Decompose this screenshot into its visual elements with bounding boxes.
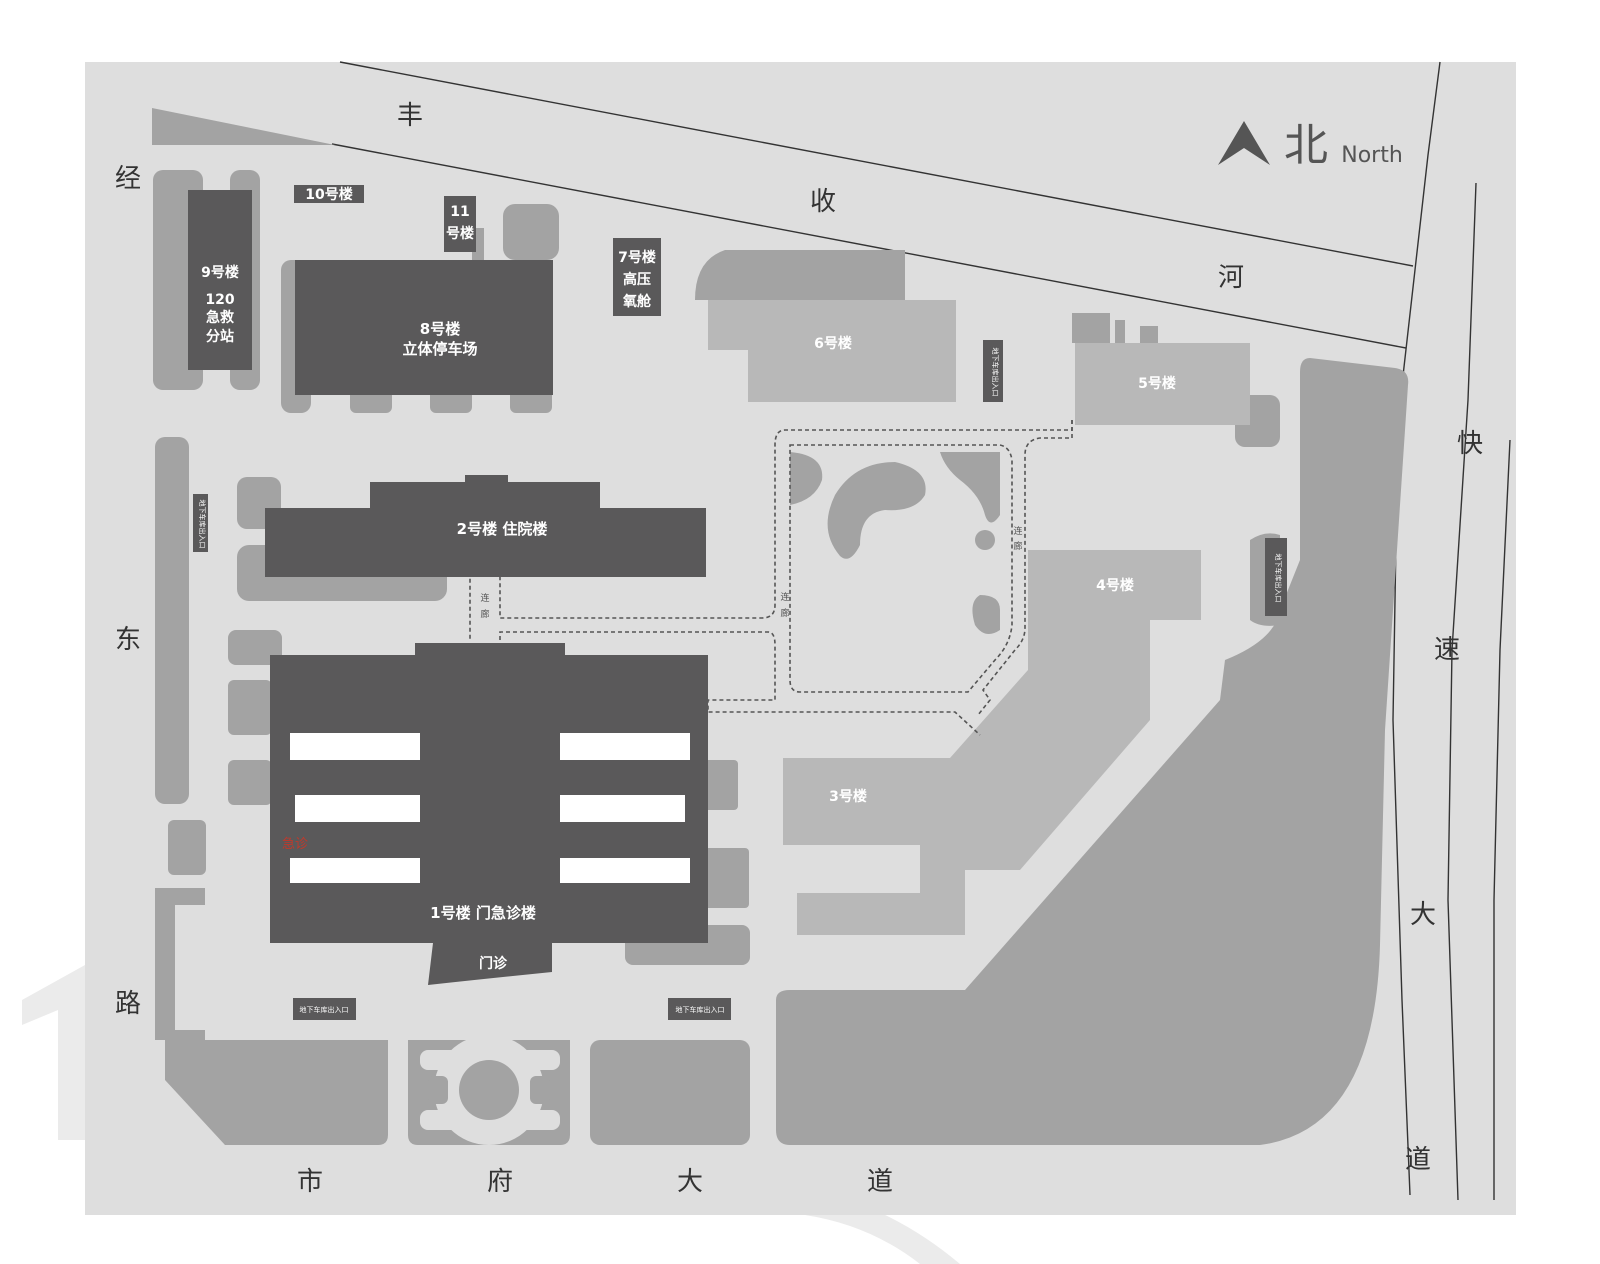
svg-text:9号楼: 9号楼 — [201, 264, 239, 281]
parking-entrances: 地下车库出入口 地下车库出入口 地下车库出入口 地下车库出入口 地下车库出入口 — [193, 340, 1287, 1020]
svg-text:河: 河 — [1218, 263, 1244, 293]
south-plaza-core — [428, 1060, 550, 1120]
building-2 — [265, 475, 706, 577]
building-9 — [188, 190, 252, 370]
svg-text:路: 路 — [115, 989, 141, 1019]
building-10 — [294, 185, 364, 203]
outpatient-entrance — [428, 943, 552, 985]
building-1-courtyards — [290, 733, 690, 883]
corridor-labels: 连 廊 连 廊 连 廊 — [480, 525, 1022, 620]
outpatient-entrance-label: 门诊 — [479, 955, 508, 972]
building-4-label: 4号楼 — [1096, 577, 1134, 594]
building-8 — [295, 260, 553, 395]
svg-text:道: 道 — [1405, 1145, 1431, 1175]
building-7 — [613, 238, 661, 316]
building-1 — [270, 643, 708, 943]
building-2-label: 2号楼 住院楼 — [457, 520, 548, 538]
compass: 北 North — [1218, 120, 1403, 171]
svg-text:廊: 廊 — [1013, 540, 1022, 552]
compass-glyph: 北 — [1284, 120, 1328, 171]
building-7-label-c: 氧舱 — [622, 293, 652, 310]
svg-text:市: 市 — [297, 1167, 323, 1197]
building-7-label-b: 高压 — [623, 271, 651, 288]
building-7-label-a: 7号楼 — [618, 249, 656, 266]
road-lines — [331, 61, 1511, 1201]
svg-text:地下车库出入口: 地下车库出入口 — [991, 348, 1000, 397]
svg-text:道: 道 — [867, 1167, 893, 1197]
svg-text:快: 快 — [1457, 429, 1483, 459]
building-11 — [444, 196, 476, 252]
building-6 — [708, 300, 956, 402]
building-11-label-b: 号楼 — [446, 225, 474, 242]
svg-text:经: 经 — [115, 164, 141, 194]
svg-text:收: 收 — [810, 187, 836, 217]
emergency-label: 急诊 — [282, 837, 308, 852]
compass-word: North — [1341, 143, 1403, 168]
svg-text:连: 连 — [1013, 525, 1022, 537]
svg-text:地下车库出入口: 地下车库出入口 — [300, 1005, 349, 1014]
svg-text:地下车库出入口: 地下车库出入口 — [198, 500, 207, 549]
building-10-label: 10号楼 — [305, 186, 352, 203]
svg-text:连: 连 — [780, 591, 789, 603]
svg-text:大: 大 — [1410, 900, 1436, 930]
svg-text:分站: 分站 — [206, 328, 234, 345]
building-3-label: 3号楼 — [829, 788, 867, 805]
building-4 — [1028, 550, 1201, 620]
building-9-label: 9号楼 120 急救 分站 — [201, 264, 239, 345]
north-road-name: 丰 收 河 — [397, 101, 1244, 293]
svg-text:东: 东 — [115, 625, 141, 655]
building-6-north-wing — [695, 250, 905, 300]
east-road-name: 快 速 大 道 — [1405, 429, 1483, 1175]
svg-text:地下车库出入口: 地下车库出入口 — [676, 1005, 725, 1014]
north-arrow-icon — [1218, 121, 1270, 165]
svg-text:连: 连 — [480, 592, 489, 604]
building-8-label-a: 8号楼 — [420, 320, 460, 338]
building-5-label: 5号楼 — [1138, 375, 1176, 392]
building-3 — [783, 620, 1150, 935]
building-11-label-a: 11 — [450, 204, 469, 220]
building-8-label-b: 立体停车场 — [402, 340, 477, 358]
east-park — [776, 358, 1409, 1145]
building-1-label: 1号楼 门急诊楼 — [430, 904, 536, 922]
svg-text:廊: 廊 — [480, 608, 489, 620]
central-garden — [790, 452, 1000, 634]
svg-text:120: 120 — [205, 292, 234, 308]
svg-text:丰: 丰 — [397, 101, 423, 131]
svg-text:大: 大 — [677, 1167, 703, 1197]
svg-text:府: 府 — [487, 1167, 513, 1197]
svg-text:廊: 廊 — [780, 607, 789, 619]
north-west-wedge — [152, 108, 335, 145]
svg-text:速: 速 — [1434, 635, 1460, 665]
building-6-label: 6号楼 — [814, 335, 852, 352]
svg-text:地下车库出入口: 地下车库出入口 — [1274, 554, 1283, 603]
west-road-name: 经 东 路 — [115, 164, 141, 1019]
svg-text:急救: 急救 — [206, 309, 235, 326]
building-5 — [1075, 343, 1250, 425]
south-road-name: 市 府 大 道 — [297, 1167, 893, 1197]
